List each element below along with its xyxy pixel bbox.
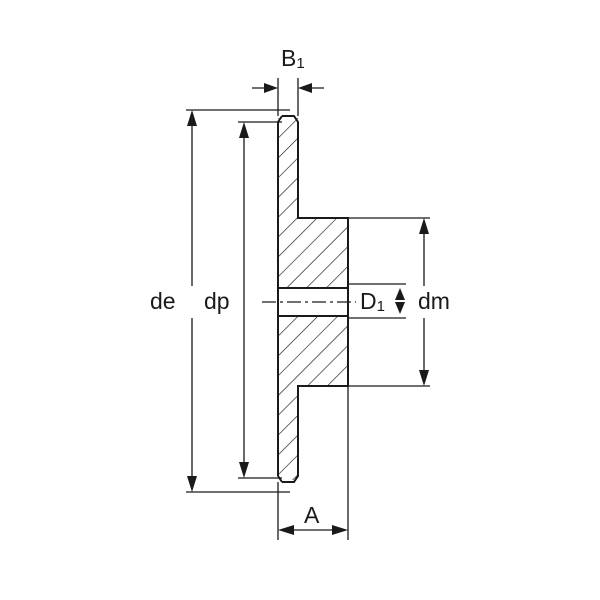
- de-label: de: [150, 288, 176, 314]
- dm-label: dm: [418, 288, 450, 314]
- lower-section-hatching: [278, 316, 348, 480]
- a-dimension: [277, 386, 349, 540]
- upper-section-hatching: [278, 118, 348, 288]
- d1-label: D1: [360, 288, 385, 315]
- b1-label: B1: [281, 45, 305, 72]
- d1-dimension: [348, 283, 406, 319]
- dp-label: dp: [204, 288, 230, 314]
- a-label: A: [304, 502, 320, 528]
- dp-dimension: [238, 121, 282, 479]
